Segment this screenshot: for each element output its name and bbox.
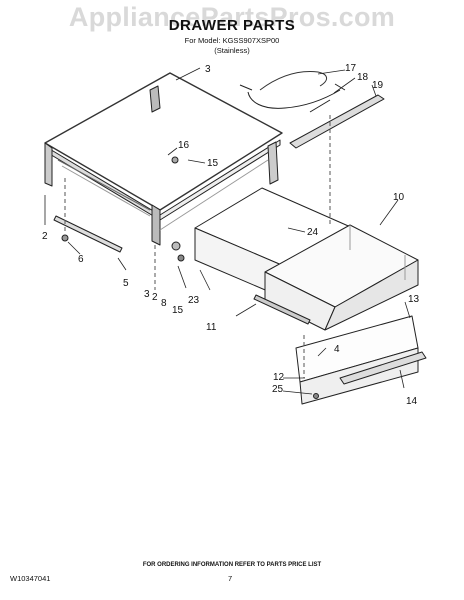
glide-clip — [171, 241, 181, 251]
ordering-note: FOR ORDERING INFORMATION REFER TO PARTS … — [142, 562, 322, 568]
wire-harness — [239, 71, 346, 113]
callout-24: 24 — [307, 227, 319, 238]
page-title: DRAWER PARTS — [168, 17, 296, 34]
callout-23: 23 — [188, 295, 200, 306]
drawer-body — [264, 224, 419, 331]
callout-2: 2 — [42, 231, 48, 242]
callout-19: 19 — [372, 80, 384, 91]
callout-6: 6 — [78, 254, 84, 265]
glide-rail — [53, 215, 123, 253]
callout-8: 8 — [161, 298, 167, 309]
callout-15: 15 — [207, 158, 219, 169]
callout-14: 14 — [406, 396, 418, 407]
screw — [61, 234, 69, 242]
callout-25: 25 — [272, 384, 284, 395]
callout-4: 4 — [334, 344, 340, 355]
callout-17: 17 — [345, 63, 357, 74]
bracket-screw — [171, 156, 179, 164]
callout-18: 18 — [357, 72, 369, 83]
callout-3: 3 — [205, 64, 211, 75]
callout-15: 15 — [172, 305, 184, 316]
page-number: 7 — [228, 574, 233, 583]
callout-16: 16 — [178, 140, 190, 151]
front-screw — [313, 393, 319, 399]
screw — [177, 254, 185, 262]
finish-label: (Stainless) — [214, 46, 250, 55]
callout-5: 5 — [123, 278, 129, 289]
drawer-handle — [339, 351, 427, 385]
callout-10: 10 — [393, 192, 405, 203]
support-frame — [44, 72, 283, 246]
model-label: For Model: KGSS907XSP00 — [184, 36, 280, 45]
drawer-rail — [289, 94, 385, 149]
callout-12: 12 — [273, 372, 285, 383]
watermark: AppliancePartsPros.com — [68, 2, 396, 32]
callout-3: 3 — [144, 289, 150, 300]
callout-11: 11 — [206, 322, 217, 333]
side-glide — [253, 294, 311, 325]
callout-13: 13 — [408, 294, 420, 305]
callout-2: 2 — [152, 292, 158, 303]
document-number: W10347041 — [10, 574, 51, 583]
